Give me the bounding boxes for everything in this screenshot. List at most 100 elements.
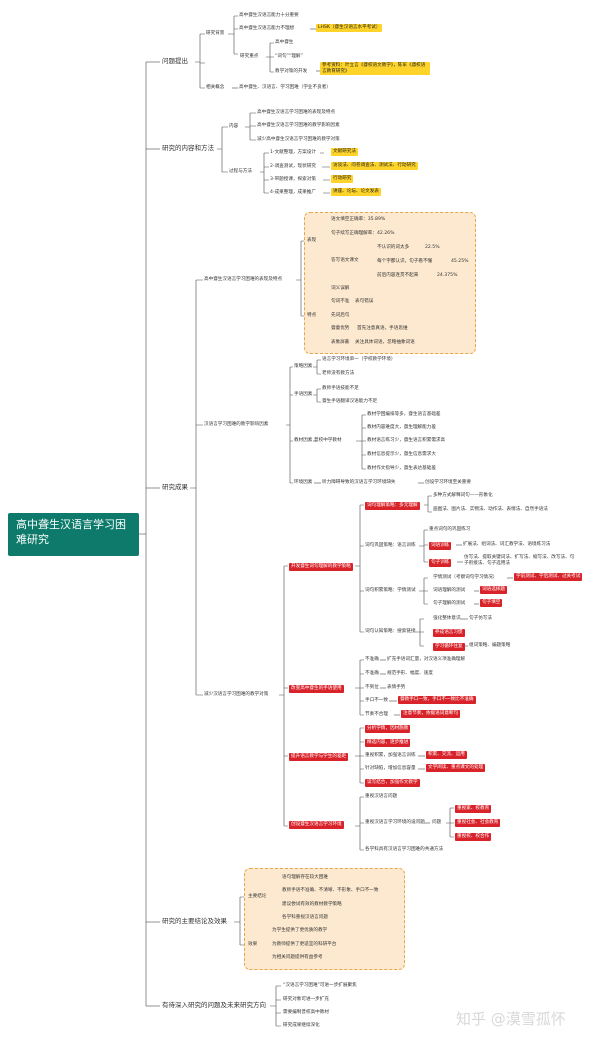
node-d1c2: 词语理解的测试	[433, 588, 466, 593]
characteristics-box	[304, 212, 476, 354]
node-perf3: 答写语文课文	[331, 258, 359, 263]
node-feat5a: 关注具体词语，忽略抽象词语	[355, 340, 415, 345]
node-d4b1: 重视家、校教育	[455, 805, 492, 813]
node-perf2: 句子续写正确理解率：42.26%	[331, 231, 395, 236]
section-content-method: 研究的内容和方法	[162, 144, 214, 152]
node-jl1: 语句理解存在较大困难	[282, 875, 328, 880]
node-d3d-tag: 文学阅读、重点课文的处理	[426, 764, 486, 772]
node-content3: 减少高中聋生汉语言学习困难的教学对策	[257, 137, 340, 142]
node-d2c1: 表情手势	[387, 685, 406, 690]
node-feat5: 表象屏蔽	[331, 340, 350, 345]
node-d2e: 节奏不合理	[365, 712, 388, 717]
node-countermeasures: 减少汉语言学习困难的教学对策	[204, 692, 269, 697]
node-content: 内容	[229, 124, 239, 129]
node-d1b2: 词语训练	[429, 542, 452, 550]
node-focus3-tag: 参考资料：叶立言《聋校语文教学》，陈军《聋校语言教育研究》	[320, 62, 430, 76]
node-feat3: 先词后句	[331, 313, 350, 318]
node-d1d3a: 组词策略、编题策略	[469, 643, 511, 648]
node-d3b: 精选内容，逐步推进	[365, 739, 411, 747]
node-concepts1: 高中聋生、汉语言、学习困难（学业不良者）	[239, 85, 331, 90]
node-feat4: 聋童优势	[331, 326, 350, 331]
node-env-factor: 环境因素	[294, 480, 313, 485]
node-main-conclusion: 主要结论	[248, 894, 267, 899]
node-feat1: 词义误解	[331, 286, 350, 291]
node-process: 过程与方法	[229, 169, 252, 174]
node-textbook4: 教材信息提示少，聋生信息需求大	[367, 452, 436, 457]
node-d1c1-tag: 学前测试、学后测试、过关考试	[514, 573, 583, 581]
node-d2d1: 聋教手口一致，手口不一致比不准确	[398, 696, 476, 704]
node-d1d1a: 句子仿写法	[469, 616, 492, 621]
node-d4b: 重视汉语言学习环境的设问题	[365, 820, 425, 825]
node-textbook5: 教材作文指导少，聋生表达基础差	[367, 466, 436, 471]
section-conclusions: 研究的主要结论及效果	[162, 917, 227, 925]
node-focus3: 教学对策的开发	[275, 69, 308, 74]
node-step2: 2-调查测试，现状研究	[270, 164, 316, 169]
node-strategy2: 老师没有教方法	[322, 371, 355, 376]
node-d2e1: 注意节奏，依据语词意断句	[401, 710, 461, 718]
node-step4-tag: 讲座、论坛、论文发表	[331, 188, 381, 196]
node-w2: 研究对象可进一步扩充	[283, 997, 329, 1002]
node-feat2a: 表句错误	[355, 299, 374, 304]
node-d1d: 词句认知策略：搜索链接	[365, 629, 416, 634]
node-step3: 3-带题授课，探索对策	[270, 177, 316, 182]
node-jl2: 教师手语不准确、不清晰、不形象、手口不一致	[282, 888, 379, 893]
node-perf3c-value: 24.375%	[437, 273, 458, 278]
node-w3: 需要编制普校高中教材	[283, 1010, 329, 1015]
node-d1d3: 学习循环往复	[433, 643, 465, 651]
node-d2: 改变高中聋生的手语使用	[289, 685, 344, 693]
section-results: 研究成果	[162, 483, 188, 491]
node-perf3a: 不认识的词太多	[377, 245, 410, 250]
node-xg2: 为教师提供了更适宜的科研平台	[272, 942, 337, 947]
node-strategy1: 语言学习环境单一（学校教学环境）	[322, 357, 396, 362]
node-d3e: 读写结合，加强作文教学	[365, 779, 420, 787]
root-node: 高中聋生汉语言学习困难研究	[8, 513, 139, 556]
node-xg3: 为相关问题提供有益参考	[272, 955, 323, 960]
node-focus: 研究重点	[240, 54, 259, 59]
node-w4: 研究成果继续深化	[283, 1023, 320, 1028]
node-perf1: 语文填空正确率：35.89%	[331, 217, 386, 222]
watermark: 知乎 @漠雪孤怀	[456, 1010, 566, 1028]
node-d1c2-tag: 词语选择题	[480, 586, 507, 594]
node-perf3c: 前后内容连贯不起来	[377, 273, 419, 278]
node-strategy-factor: 策略因素	[294, 364, 313, 369]
node-bg2-tag: LHSK（聋生汉语言水平考试）	[316, 24, 383, 32]
node-content1: 高中聋生汉语言学习困难的表现及特点	[257, 110, 336, 115]
node-jl4: 各学科重视汉语言问题	[282, 915, 328, 920]
node-d4a: 重视汉语言问题	[365, 794, 398, 799]
node-manifestation: 高中聋生汉语言学习困难的表现及特点	[204, 277, 283, 282]
node-bg2: 高中聋生汉语言能力不理想	[239, 26, 295, 31]
node-d1b3: 句子训练	[429, 559, 452, 567]
node-d1: 开发聋生词句理解的教学策略	[289, 563, 353, 571]
node-sign-factor: 手语因素	[294, 392, 313, 397]
node-d3c-tag: 积累、交流、运用	[426, 751, 467, 759]
node-step1: 1-文献整理，方案设计	[270, 150, 316, 155]
node-jl3: 建议尝试有效的教材教学策略	[282, 902, 342, 907]
node-d3d: 针对缺陷，增加信息容量	[365, 766, 416, 771]
node-d1a: 词句理解策略：多元理解	[365, 502, 420, 510]
node-d4c: 各学科具有汉语言学习困难的共通方法	[365, 847, 444, 852]
node-feat2: 句词不准	[331, 299, 350, 304]
node-xg1: 为学生提供了更优质的教学	[272, 928, 328, 933]
node-d4b0: 问题	[432, 820, 442, 825]
node-d1a1: 多种方式解释词句——形象化	[433, 493, 493, 498]
node-feat4a: 首先注意真语，手语思维	[357, 326, 408, 331]
node-sign2: 聋生手语翻译汉语能力不足	[322, 399, 378, 404]
conclusion-box	[244, 868, 405, 970]
node-content2: 高中聋生汉语言学习困难的教学影响因素	[257, 123, 340, 128]
node-step2-tag: 访谈法、问卷调查法、测试法、行动研究	[331, 162, 418, 170]
node-textbook2: 教材内容难度大，聋生理解能力差	[367, 425, 436, 430]
node-d2c: 不到位	[365, 685, 379, 690]
node-d1c: 词句积累策略：学情测试	[365, 588, 416, 593]
node-d1b2a: 扩展法、组词法、词汇教学法、语境练习法	[463, 542, 551, 547]
node-features: 特点	[307, 313, 317, 318]
node-focus2: “词句”“理解”	[275, 54, 303, 59]
node-textbook-factor: 教材因素	[294, 438, 313, 443]
node-d2a1: 扩充手语词汇量，对汉语义项准确理解	[387, 657, 466, 662]
node-effect: 效果	[248, 942, 258, 947]
node-perf3b-value: 45.25%	[451, 259, 469, 264]
node-d1b: 词句巩固策略：语言训练	[365, 543, 416, 548]
node-d1d1: 强化整体意识	[433, 616, 461, 621]
node-d1c3-tag: 句子填空	[480, 599, 503, 607]
node-d4b2: 重视社会、社会教育	[455, 819, 501, 827]
node-bg1: 高中聋生汉语言能力十分重要	[239, 13, 299, 18]
